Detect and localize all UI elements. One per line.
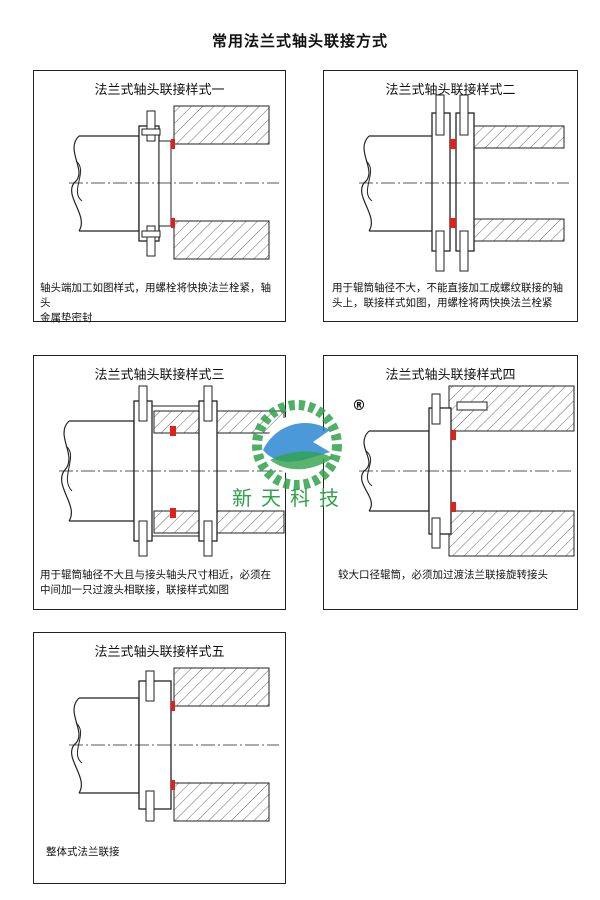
housing-lower <box>173 782 270 822</box>
flange <box>138 125 160 242</box>
shaft <box>79 697 140 794</box>
style-5-drawing <box>69 667 279 822</box>
style-3-description: 用于辊筒轴径不大且与接头轴头尺寸相近，必须在 中间加一只过渡头相联接，联接样式如… <box>40 569 271 596</box>
bolt-top <box>431 393 441 425</box>
style-3-title: 法兰式轴头联接样式三 <box>94 368 225 383</box>
style-2-description: 用于辊筒轴径不大，不能直接加工成螺纹联接的轴 头上，联接样式如图，用螺栓将两快换… <box>332 282 563 309</box>
style-1-drawing <box>69 105 279 260</box>
style-3-drawing <box>59 385 285 557</box>
registered-mark: ® <box>352 398 366 414</box>
gasket-top <box>171 139 175 149</box>
connection-style-2-panel: 法兰式轴头联接样式二 用于辊筒轴径不大，不能直接加工成螺纹联接的轴 头上，联接样… <box>323 70 578 322</box>
gasket-bottom <box>171 780 175 790</box>
bolt-bottom <box>431 517 441 549</box>
bolt-top <box>146 110 156 142</box>
housing-lower <box>463 218 565 242</box>
adapter-lower <box>153 510 285 534</box>
style-1-title: 法兰式轴头联接样式一 <box>94 83 225 98</box>
connection-style-3-panel: 法兰式轴头联接样式三 用于辊筒轴径不大且与接头轴头尺寸相近，必须在 中间加一只过… <box>33 355 286 610</box>
style-4-title: 法兰式轴头联接样式四 <box>385 368 516 383</box>
housing-upper <box>173 667 270 707</box>
housing-upper <box>463 125 565 149</box>
gasket-bottom <box>451 502 456 512</box>
company-logo <box>252 400 342 490</box>
housing-lower <box>448 510 575 557</box>
bolt-top <box>435 94 445 136</box>
gasket-top <box>170 426 176 436</box>
bolt-bottom <box>138 520 148 557</box>
set-screw <box>456 401 488 411</box>
style-5-description: 整体式法兰联接 <box>46 846 120 858</box>
style-2-drawing <box>359 94 569 272</box>
connection-style-4-panel: 法兰式轴头联接样式四 较大口径辊筒，必须加过渡法兰联接旋转接头 <box>323 355 578 610</box>
gasket-bottom <box>450 218 456 228</box>
bolt-top <box>138 385 148 422</box>
style-5-title: 法兰式轴头联接样式五 <box>94 645 225 660</box>
bolt-bottom <box>435 230 445 272</box>
style-4-description: 较大口径辊筒，必须加过渡法兰联接旋转接头 <box>338 569 548 581</box>
shaft <box>69 420 135 522</box>
housing-upper <box>173 105 270 145</box>
page-title: 常用法兰式轴头联接方式 <box>211 32 388 50</box>
style-4-drawing <box>359 385 575 557</box>
gasket-top <box>450 139 456 149</box>
gasket-top <box>171 701 175 711</box>
shaft <box>79 135 140 232</box>
bolt-top <box>145 670 155 702</box>
connection-style-1-panel: 法兰式轴头联接样式一 轴头端加工如图样式，用螺栓将快换法兰栓紧，轴头 金属垫密封 <box>33 70 286 324</box>
gasket-top <box>451 430 456 440</box>
housing-lower <box>173 220 270 260</box>
gasket-bottom <box>171 218 175 228</box>
connection-style-5-panel: 法兰式轴头联接样式五 整体式法兰联接 <box>33 632 286 884</box>
style-1-description: 轴头端加工如图样式，用螺栓将快换法兰栓紧，轴头 金属垫密封 <box>40 282 271 324</box>
logo-text: 新天科技 <box>232 486 348 510</box>
bolt-bottom <box>145 790 155 822</box>
style-2-title: 法兰式轴头联接样式二 <box>385 83 516 98</box>
gasket-bottom <box>170 508 176 518</box>
bolt-bottom <box>146 225 156 257</box>
